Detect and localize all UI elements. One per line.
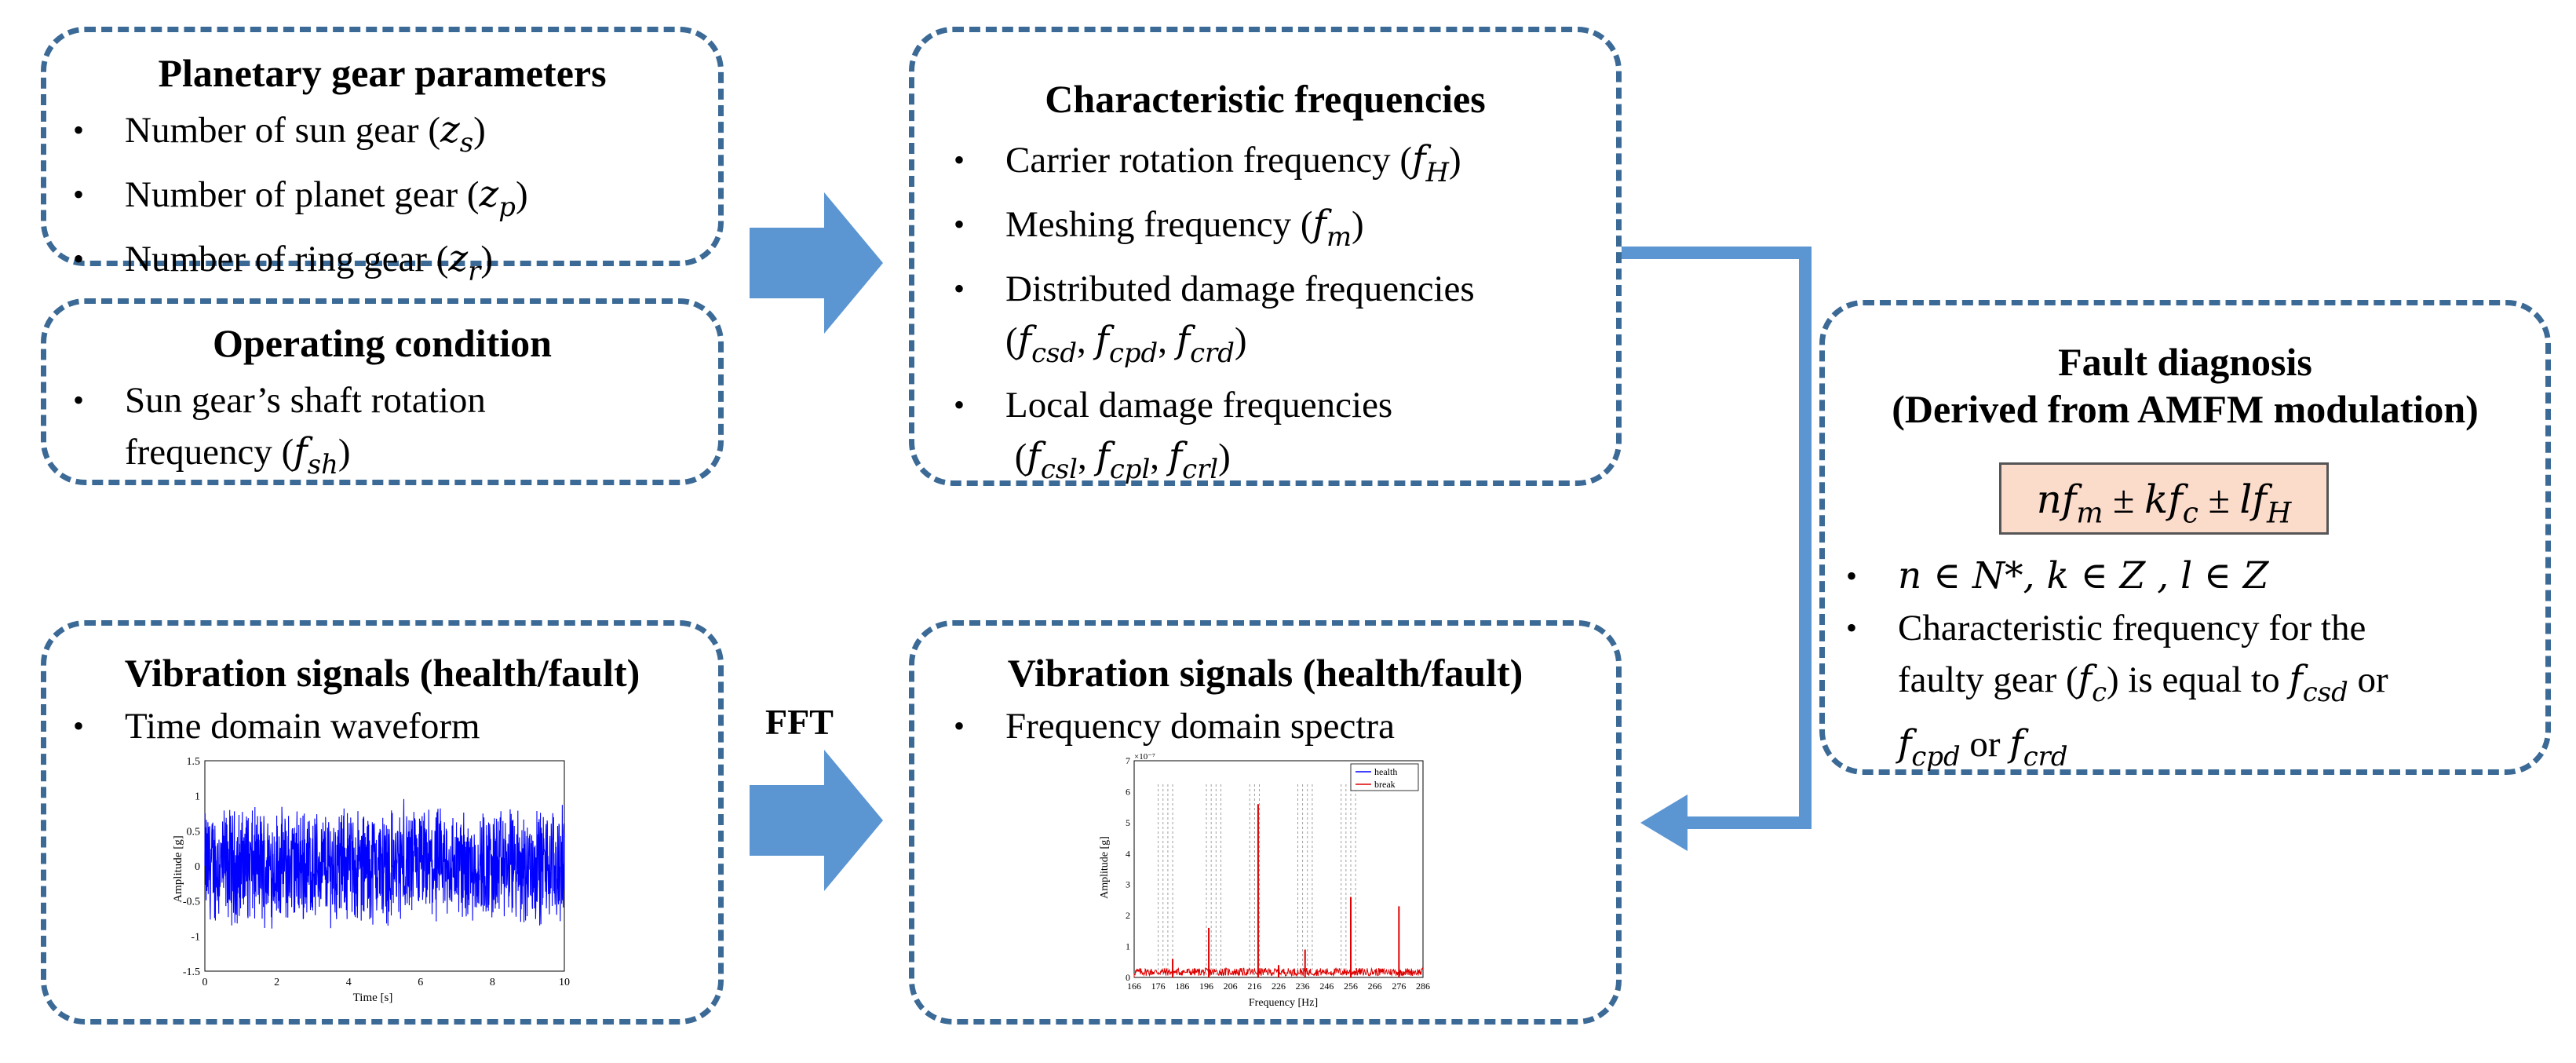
x-tick-label: 216 — [1247, 981, 1261, 992]
vibration-freq-box: Vibration signals (health/fault) •Freque… — [909, 620, 1622, 1025]
y-tick-label: 0 — [1126, 972, 1130, 983]
characteristic-frequencies-box: Characteristic frequencies •Carrier rota… — [909, 27, 1622, 486]
x-tick-label: 176 — [1151, 981, 1166, 992]
list-item: •Distributed damage frequencies — [954, 268, 1475, 309]
x-tick-label: 256 — [1344, 981, 1358, 992]
list-item: •Characteristic frequency for the — [1846, 608, 2366, 648]
time-waveform-plot: Amplitude [g] Time [s] 1.5 1 0.5 0 -0.5 -1 -1.… — [172, 756, 570, 1004]
vibration-time-box: Vibration signals (health/fault) •Time d… — [41, 620, 724, 1025]
list-item: •Time domain waveform — [73, 706, 480, 747]
vibration-time-title: Vibration signals (health/fault) — [124, 651, 640, 695]
right-arrow-bottom — [750, 750, 883, 891]
y-tick-label: 1.5 — [187, 756, 201, 768]
list-item: frequency (fsh) — [125, 430, 351, 480]
y-tick-label: -0.5 — [183, 897, 200, 908]
freq-xlabel: Frequency [Hz] — [1249, 997, 1318, 1009]
y-tick-label: 1 — [195, 791, 200, 803]
x-tick-label: 266 — [1368, 981, 1382, 992]
connector-line — [1621, 247, 1812, 829]
characteristic-list: •Carrier rotation frequency (fH) •Meshin… — [954, 134, 1475, 495]
right-arrow-top — [750, 192, 883, 334]
y-tick-label: 7 — [1126, 755, 1130, 766]
vibration-freq-list: •Frequency domain spectra — [954, 700, 1395, 752]
x-tick-label: 8 — [490, 977, 495, 988]
y-tick-label: 0 — [195, 861, 200, 873]
x-tick-label: 206 — [1224, 981, 1238, 992]
x-tick-label: 4 — [346, 977, 352, 988]
y-tick-label: 6 — [1126, 786, 1130, 797]
freq-ylabel: Amplitude [g] — [1099, 836, 1111, 899]
x-tick-label: 10 — [559, 977, 570, 988]
freq-exponent: ×10⁻⁷ — [1134, 752, 1155, 762]
x-tick-label: 2 — [274, 977, 279, 988]
x-tick-label: 276 — [1392, 981, 1406, 992]
list-item: •Frequency domain spectra — [954, 706, 1395, 747]
y-tick-label: 5 — [1126, 817, 1130, 828]
list-item: •Sun gear’s shaft rotation — [73, 380, 486, 421]
list-item: •Number of sun gear (zs) — [73, 108, 486, 158]
fault-list: •n ∈ N*, k ∈ Z , l ∈ Z •Characteristic f… — [1846, 550, 2388, 783]
x-tick-label: 0 — [203, 977, 208, 988]
planetary-list: •Number of sun gear (zs) •Number of plan… — [73, 104, 528, 298]
waveform-series — [204, 798, 565, 929]
legend-label-break: break — [1374, 779, 1396, 790]
operating-title: Operating condition — [213, 321, 552, 365]
time-ylabel: Amplitude [g] — [172, 835, 184, 902]
operating-condition-box: Operating condition •Sun gear’s shaft ro… — [41, 298, 724, 485]
spectrum-plot: Amplitude [g] Frequency [Hz] ×10⁻⁷ 7 6 5 4 3… — [1099, 752, 1430, 1009]
y-tick-label: 3 — [1126, 879, 1130, 890]
vibration-time-list: •Time domain waveform — [73, 700, 480, 752]
x-tick-label: 286 — [1416, 981, 1430, 992]
vibration-freq-title: Vibration signals (health/fault) — [1007, 651, 1523, 695]
fault-diagnosis-box: Fault diagnosis (Derived from AMFM modul… — [1819, 300, 2551, 775]
y-tick-label: -1 — [191, 931, 200, 943]
time-xlabel: Time [s] — [353, 992, 393, 1004]
connector-arrowhead — [1640, 795, 1688, 851]
legend-label-health: health — [1374, 766, 1397, 777]
list-item: faulty gear (fc) is equal to fcsd or — [1898, 658, 2388, 707]
fault-title: Fault diagnosis (Derived from AMFM modul… — [1892, 340, 2479, 431]
characteristic-title: Characteristic frequencies — [1045, 77, 1486, 121]
y-tick-label: -1.5 — [183, 966, 200, 978]
list-item: fcpd or fcrd — [1898, 721, 2068, 772]
legend-box — [1350, 763, 1419, 791]
y-tick-label: 2 — [1126, 910, 1130, 921]
list-item: •Number of planet gear (zp) — [73, 172, 528, 222]
planetary-gear-box: Planetary gear parameters •Number of sun… — [41, 27, 724, 287]
fft-label: FFT — [765, 702, 834, 742]
x-tick-label: 246 — [1319, 981, 1334, 992]
y-tick-label: 4 — [1126, 848, 1130, 859]
x-tick-label: 196 — [1199, 981, 1213, 992]
x-tick-label: 166 — [1127, 981, 1141, 992]
formula-box: nfm ± kfc ± lfH — [1999, 462, 2329, 535]
list-item: •Carrier rotation frequency (fH) — [954, 138, 1461, 188]
list-item: •n ∈ N*, k ∈ Z , l ∈ Z — [1846, 554, 2269, 597]
x-tick-label: 6 — [418, 977, 423, 988]
list-item: •Meshing frequency (fm) — [954, 202, 1364, 252]
list-item: •Local damage frequencies — [954, 384, 1393, 426]
x-tick-label: 236 — [1296, 981, 1310, 992]
plot-frame — [1133, 760, 1424, 978]
x-tick-label: 186 — [1175, 981, 1189, 992]
list-item: (fcsd, fcpd, fcrd) — [1005, 318, 1247, 368]
y-tick-label: 1 — [1126, 941, 1130, 952]
y-tick-label: 0.5 — [187, 826, 201, 838]
operating-list: •Sun gear’s shaft rotation frequency (fs… — [73, 374, 486, 491]
list-item: •Number of ring gear (zr) — [73, 236, 493, 287]
x-tick-label: 226 — [1272, 981, 1286, 992]
planetary-title: Planetary gear parameters — [158, 51, 607, 95]
list-item: (fcsl, fcpl, fcrl) — [1014, 434, 1231, 484]
